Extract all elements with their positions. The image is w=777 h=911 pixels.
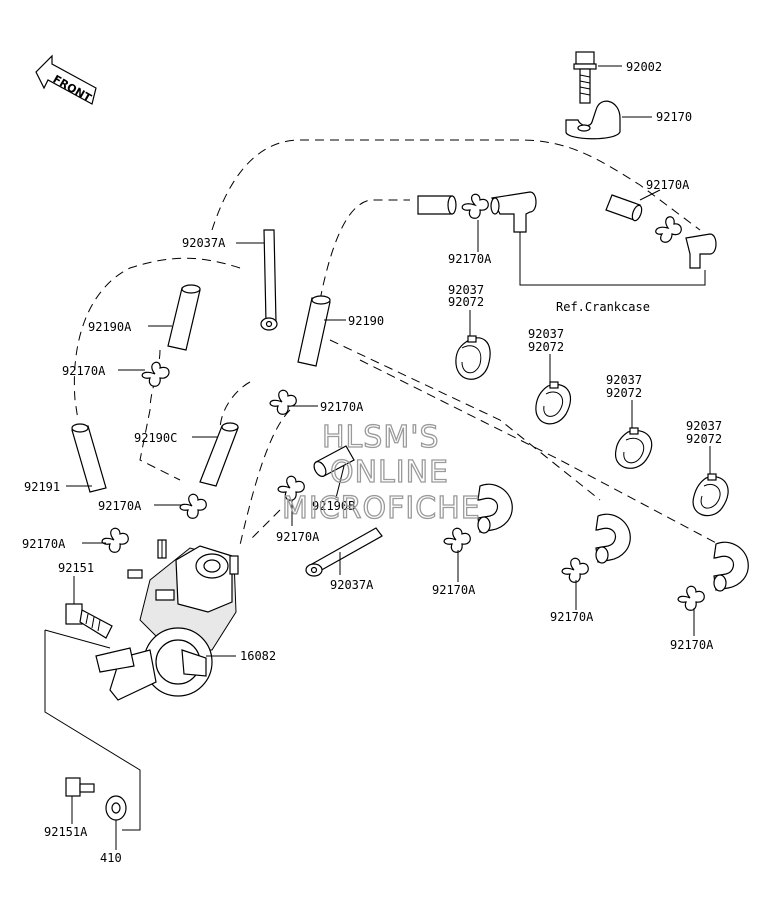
- label-92190A: 92190A: [88, 320, 132, 334]
- hose-routing-path-center: [219, 381, 251, 431]
- hose-top-right: [605, 194, 643, 222]
- label-92037A-lower: 92037A: [330, 578, 374, 592]
- label-92170A-bottom-2: 92170A: [550, 610, 594, 624]
- clip-92170A-bottom-3: [677, 585, 705, 611]
- label-92072-2: 92072: [528, 340, 564, 354]
- part-labels: 92002 92170 92170A 92037A 92170A 92037 9…: [22, 60, 722, 865]
- clamp-rod-92037A-lower: [305, 527, 383, 577]
- label-92151: 92151: [58, 561, 94, 575]
- label-92170A-left-upper: 92170A: [62, 364, 106, 378]
- hose-routing-down: [249, 509, 281, 541]
- clip-92170A-bottom-1: [443, 527, 471, 553]
- hose-routing-long-diag-1: [329, 339, 601, 501]
- ring-clamp-92037-4: [692, 473, 729, 517]
- front-arrow-icon: FRONT: [35, 54, 97, 105]
- label-92170A-top: 92170A: [646, 178, 690, 192]
- label-410: 410: [100, 851, 122, 865]
- label-92151A: 92151A: [44, 825, 88, 839]
- hose-92190: [297, 295, 331, 367]
- hose-routing-path-middle: [139, 349, 181, 481]
- clip-92170A-center-top: [461, 193, 489, 219]
- hose-routing-path-top: [211, 139, 701, 231]
- label-92002: 92002: [626, 60, 662, 74]
- hose-92190C: [199, 422, 239, 487]
- label-92037-1: 92037: [448, 283, 484, 297]
- leader-lines: [66, 65, 711, 850]
- hose-92190B: [313, 445, 355, 477]
- ring-clamp-92037-3: [615, 427, 653, 469]
- hose-routing-path-upper: [319, 199, 410, 301]
- clip-92170A-left-mid: [179, 493, 207, 519]
- oil-pump-16082: [95, 539, 239, 701]
- label-92072-4: 92072: [686, 432, 722, 446]
- ring-clamp-92037-1: [455, 335, 491, 380]
- label-92190B: 92190B: [312, 499, 355, 513]
- clamp-rod-92037A-upper: [260, 229, 278, 331]
- watermark-line-3: MICROFICHE: [282, 491, 481, 526]
- watermark-line-1: HLSM'S: [322, 420, 440, 455]
- crankcase-ref-line: [519, 230, 706, 286]
- label-16082: 16082: [240, 649, 276, 663]
- label-92170A-left-low: 92170A: [22, 537, 66, 551]
- bolt-92151: [65, 603, 113, 639]
- clip-92170A-top: [655, 216, 682, 243]
- label-92072-3: 92072: [606, 386, 642, 400]
- label-92037-4: 92037: [686, 419, 722, 433]
- clip-92170A-center-mid: [277, 475, 305, 501]
- hose-routing-path-left: [73, 257, 241, 421]
- label-92170A-center-upper: 92170A: [320, 400, 364, 414]
- hose-routing-to-pump: [239, 409, 291, 546]
- label-92190: 92190: [348, 314, 384, 328]
- clip-92170A-left-upper: [141, 361, 170, 387]
- hose-92191: [71, 423, 107, 493]
- label-92190C: 92190C: [134, 431, 177, 445]
- label-92170A-center-top: 92170A: [448, 252, 492, 266]
- clip-92170A-bottom-2: [561, 557, 589, 583]
- hose-top-center: [417, 195, 457, 215]
- elbow-hose-1: [477, 483, 513, 534]
- washer-410: [105, 795, 127, 821]
- label-92037-3: 92037: [606, 373, 642, 387]
- label-92191: 92191: [24, 480, 60, 494]
- hose-92190A: [167, 284, 201, 351]
- exploded-line-left: [44, 630, 141, 831]
- label-92170A-center-mid: 92170A: [276, 530, 320, 544]
- bolt-92002: [573, 51, 597, 104]
- label-ref-crankcase: Ref.Crankcase: [556, 300, 650, 314]
- label-92170A-bottom-3: 92170A: [670, 638, 714, 652]
- label-92037A-upper: 92037A: [182, 236, 226, 250]
- label-92037-2: 92037: [528, 327, 564, 341]
- ring-clamp-92037-2: [535, 381, 572, 425]
- bolt-92151A: [65, 777, 95, 797]
- watermark: HLSM'S ONLINE MICROFICHE: [281, 419, 481, 526]
- crankcase-fitting-right: [685, 233, 717, 269]
- label-92170: 92170: [656, 110, 692, 124]
- label-92072-1: 92072: [448, 295, 484, 309]
- clamp-92170: [565, 100, 621, 140]
- watermark-line-2: ONLINE: [330, 455, 449, 490]
- label-92170A-bottom-1: 92170A: [432, 583, 476, 597]
- clip-92170A-center-upper: [269, 389, 297, 415]
- elbow-hose-2: [595, 513, 631, 564]
- crankcase-fitting-left: [490, 191, 537, 233]
- elbow-hose-3: [713, 541, 749, 592]
- label-92170A-left-mid: 92170A: [98, 499, 142, 513]
- clip-92170A-left-low: [101, 527, 129, 553]
- exploded-line-top: [44, 629, 111, 649]
